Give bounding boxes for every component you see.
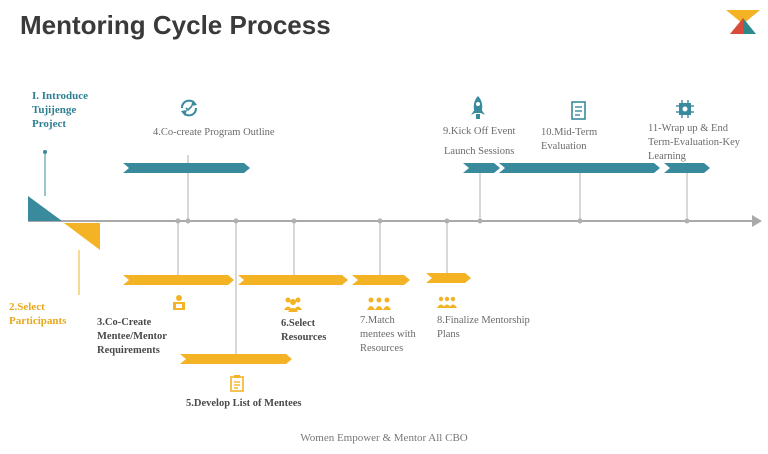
label-step2: 2.Select Participants bbox=[9, 301, 67, 327]
document-icon bbox=[571, 101, 586, 120]
label-step10: 10.Mid-Term Evaluation bbox=[541, 127, 598, 152]
label-step7: 7.Match mentees with Resources bbox=[360, 315, 416, 354]
arrow-step5 bbox=[180, 354, 292, 364]
gear-chip-icon bbox=[676, 100, 694, 118]
label-step5: 5.Develop List of Mentees bbox=[186, 398, 302, 409]
axis-arrowhead bbox=[752, 215, 762, 227]
arrow-step3 bbox=[123, 275, 234, 285]
refresh-icon bbox=[181, 99, 197, 117]
people-icon bbox=[367, 297, 391, 310]
label-step6: 6.Select Resources bbox=[281, 318, 327, 343]
label-step11: 11-Wrap up & End Term-Evaluation-Key Lea… bbox=[648, 123, 740, 162]
start-triangle-blue bbox=[28, 196, 62, 221]
footer-text: Women Empower & Mentor All CBO bbox=[300, 432, 468, 444]
arrow-step8 bbox=[426, 273, 471, 283]
label-step9-title: 9.Kick Off Event bbox=[443, 126, 516, 137]
people-icon bbox=[437, 296, 457, 308]
arrow-step9 bbox=[463, 163, 500, 173]
people-icon bbox=[173, 295, 185, 310]
start-triangle-gold bbox=[64, 223, 100, 250]
arrow-step6 bbox=[238, 275, 348, 285]
label-step1: I. Introduce Tujijenge Project bbox=[32, 90, 89, 130]
page-title: Mentoring Cycle Process bbox=[20, 10, 331, 40]
arrow-step4 bbox=[123, 163, 250, 173]
arrow-step10 bbox=[499, 163, 660, 173]
label-step9-sub: Launch Sessions bbox=[444, 146, 515, 157]
list-icon bbox=[230, 375, 244, 392]
logo bbox=[726, 10, 760, 34]
people-icon bbox=[284, 297, 302, 312]
node-step1 bbox=[43, 150, 47, 154]
arrow-step11 bbox=[664, 163, 710, 173]
label-step8: 8.Finalize Mentorship Plans bbox=[437, 315, 530, 340]
label-step3: 3.Co-Create Mentee/Mentor Requirements bbox=[97, 317, 167, 356]
rocket-icon bbox=[471, 96, 485, 119]
label-step4: 4.Co-create Program Outline bbox=[153, 127, 275, 138]
arrow-step7 bbox=[352, 275, 410, 285]
